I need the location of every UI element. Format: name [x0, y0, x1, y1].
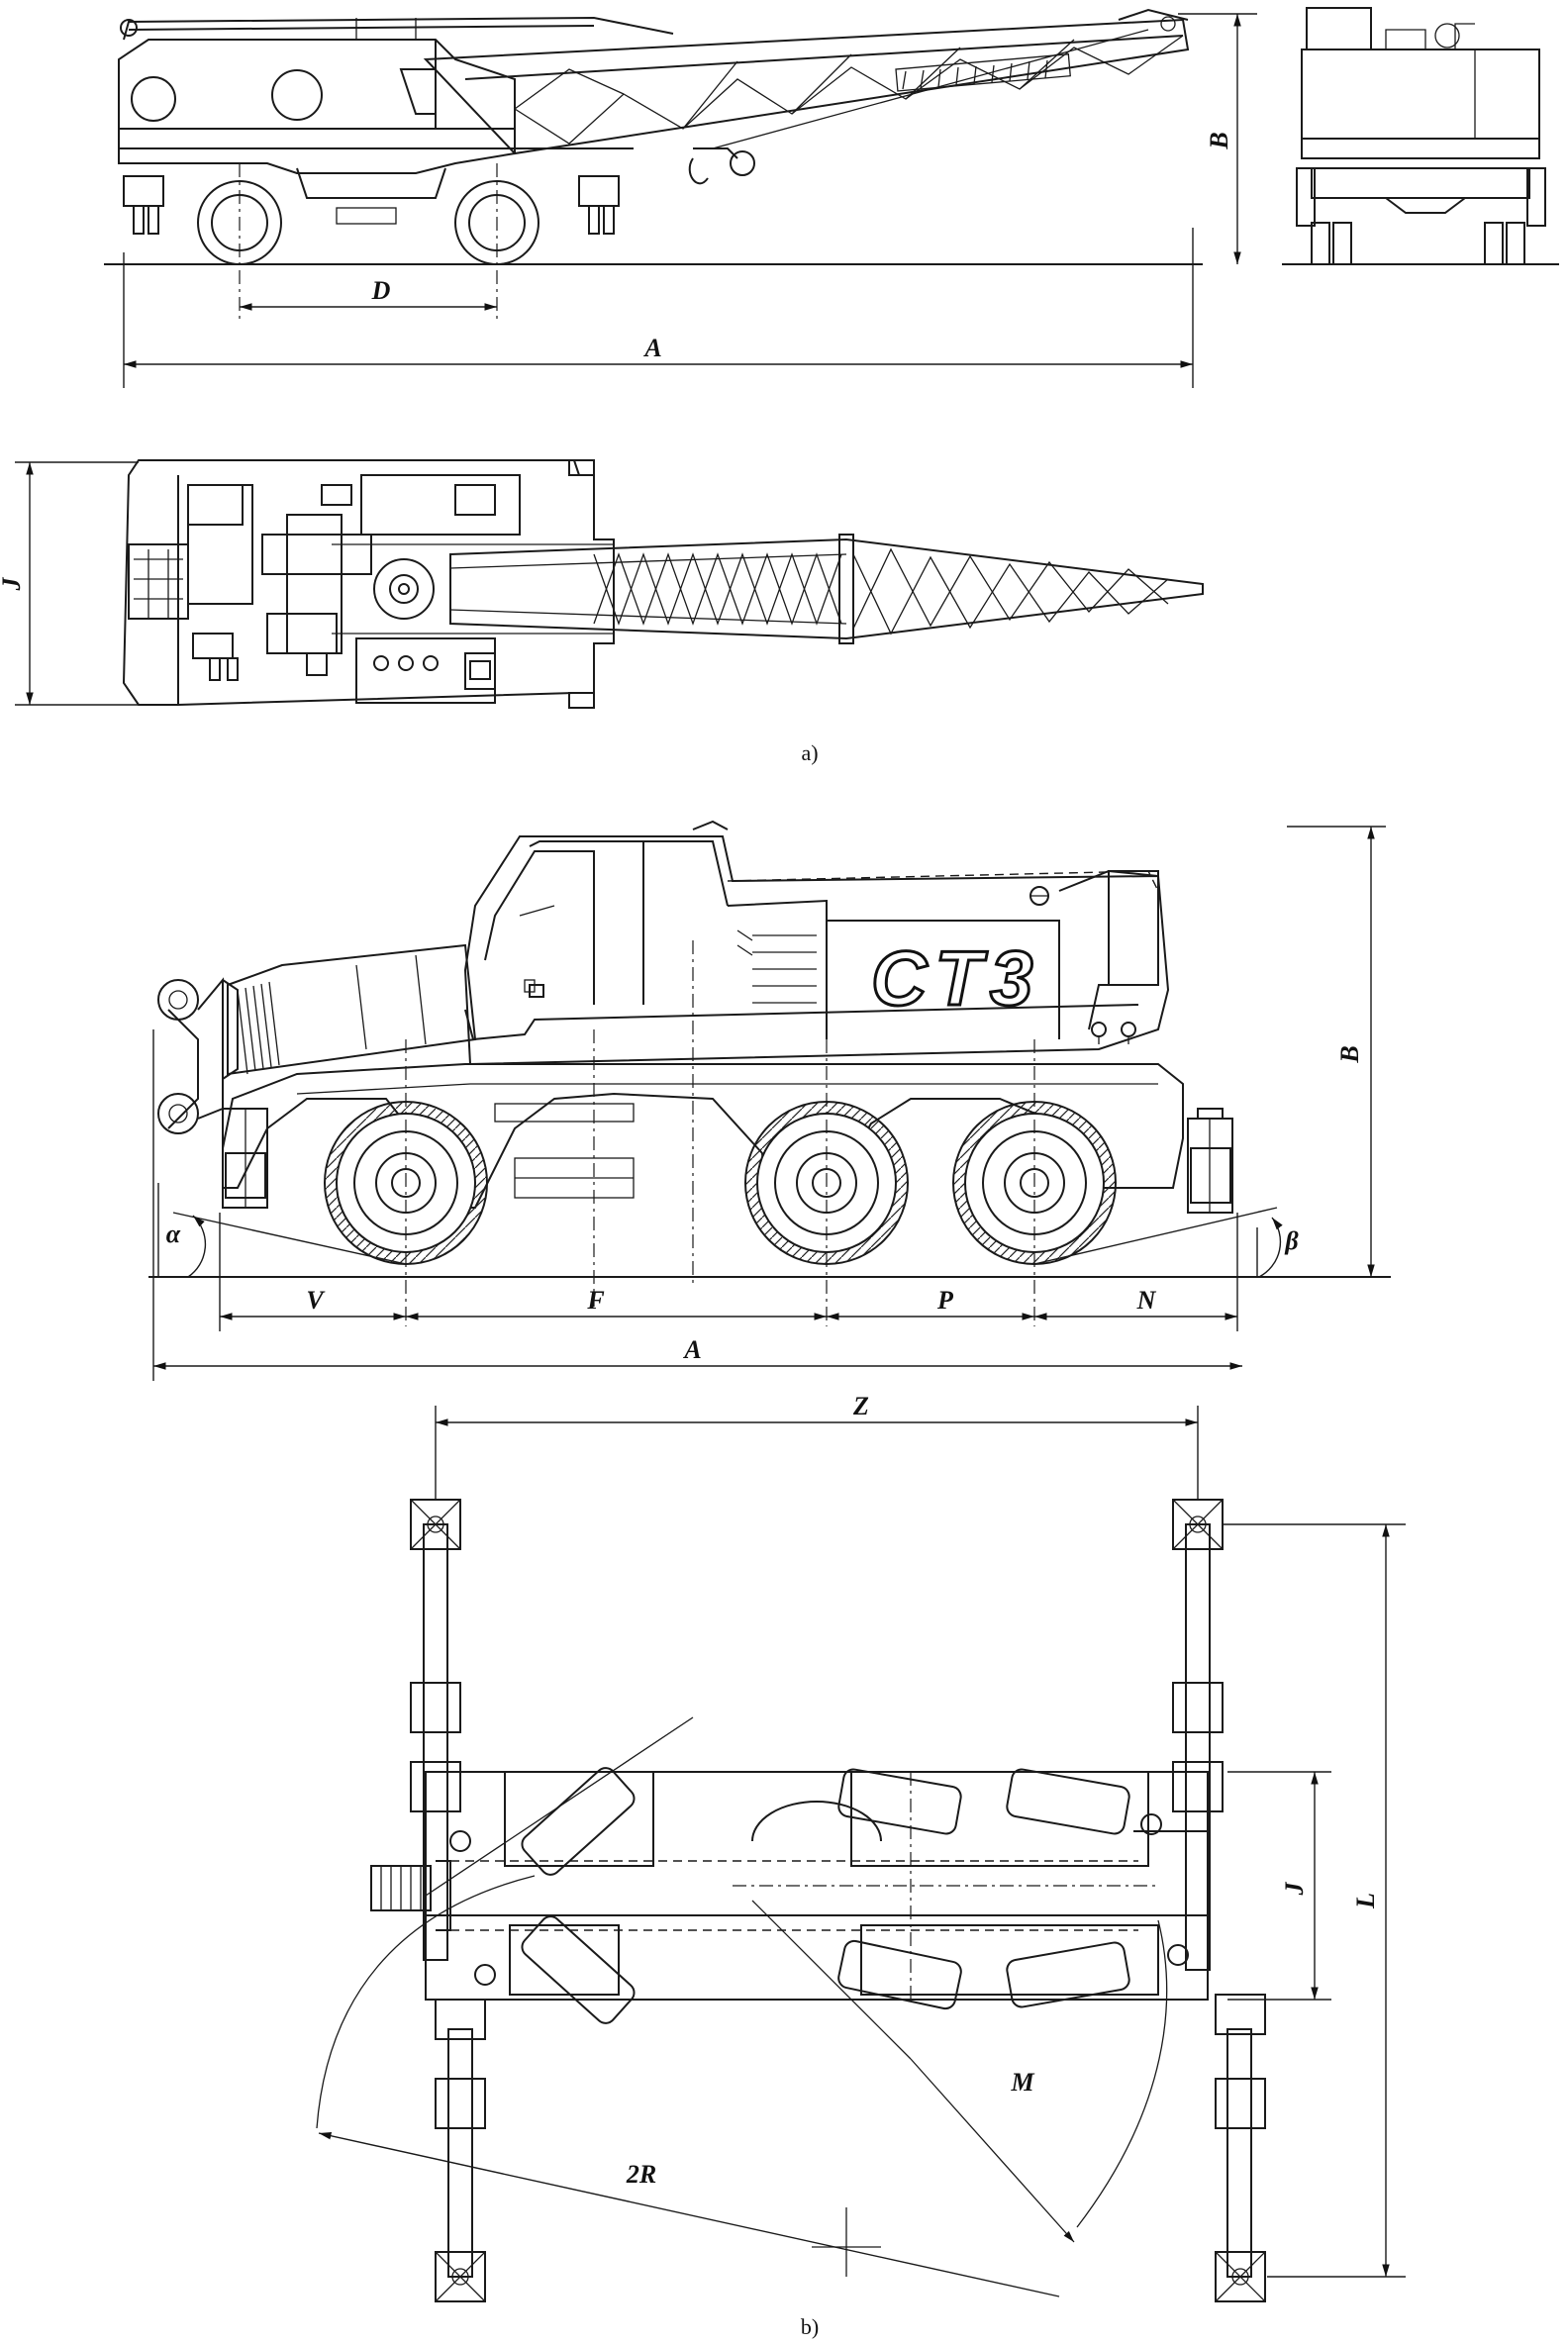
dimension-l: L — [1223, 1523, 1406, 2278]
dim-label-b-top: B — [1205, 132, 1233, 149]
carrier-frame — [370, 1771, 1209, 2001]
caption-b: b) — [801, 2314, 819, 2339]
dimension-j-b: J — [1227, 1771, 1331, 2001]
dim-label-p: P — [936, 1286, 954, 1315]
tyres-plan — [521, 1767, 1130, 2024]
plan-deck — [122, 459, 615, 706]
dimension-d: D — [240, 276, 497, 311]
crane-body — [118, 39, 516, 174]
dim-label-a-b: A — [682, 1335, 701, 1364]
dimension-row-b: V F P N — [219, 1213, 1238, 1331]
angle-alpha: α — [157, 1183, 407, 1278]
dim-label-l: L — [1351, 1893, 1380, 1909]
dimension-j-plan: J — [0, 461, 139, 706]
outrigger-beams — [410, 1523, 1266, 2278]
crane-hook — [688, 29, 1149, 185]
telescopic-boom — [157, 943, 477, 1134]
swing-radius-arcs: M 2R — [316, 1716, 1168, 2297]
boom-head-sheave-upper — [157, 979, 199, 1021]
dim-label-n: N — [1136, 1286, 1157, 1315]
figure-a-side-view: D A B — [104, 8, 1257, 388]
dim-label-z: Z — [852, 1392, 869, 1420]
figure-a-rear-view — [1282, 7, 1559, 265]
dim-label-j-b: J — [1280, 1882, 1309, 1897]
dimension-b-top: B — [1178, 13, 1257, 264]
wheels-a — [197, 163, 539, 322]
dimension-a-b: A — [152, 1029, 1242, 1381]
angle-beta: β — [1033, 1207, 1299, 1278]
dim-label-a-top: A — [642, 334, 661, 362]
dim-label-alpha: α — [166, 1220, 181, 1248]
dim-label-v: V — [306, 1286, 326, 1315]
figure-a-plan-view: J — [0, 459, 1204, 709]
figure-b-plan-view: M 2R Z J L — [316, 1392, 1406, 2302]
dimension-b-b: B — [1287, 826, 1386, 1277]
caption-a: a) — [801, 740, 818, 765]
outriggers-a — [123, 175, 620, 235]
dimension-a-top: A — [123, 228, 1194, 388]
dimension-z: Z — [435, 1392, 1199, 1500]
dim-label-beta: β — [1284, 1226, 1299, 1255]
winch-drum-front — [131, 76, 176, 122]
lattice-boom — [423, 8, 1190, 155]
figure-b-side-view: CT3 — [148, 820, 1391, 1381]
dim-label-b-b: B — [1335, 1045, 1364, 1063]
dim-label-m: M — [1010, 2068, 1034, 2097]
dim-label-f: F — [586, 1286, 604, 1315]
outriggers-b — [222, 1108, 1233, 1214]
superstructure: CT3 — [463, 820, 1170, 1066]
dim-label-j-plan: J — [0, 577, 26, 592]
dim-label-2r: 2R — [626, 2160, 656, 2189]
crane-logo-text: CT3 — [871, 934, 1040, 1022]
rear-view-body — [1301, 49, 1540, 159]
dim-label-d: D — [371, 276, 391, 305]
winch-drum-rear — [271, 69, 323, 121]
wheels-b — [324, 940, 1117, 1326]
plan-boom — [449, 534, 1204, 644]
boom-head-sheave-lower — [157, 1093, 199, 1134]
slewing-ring — [373, 558, 435, 620]
